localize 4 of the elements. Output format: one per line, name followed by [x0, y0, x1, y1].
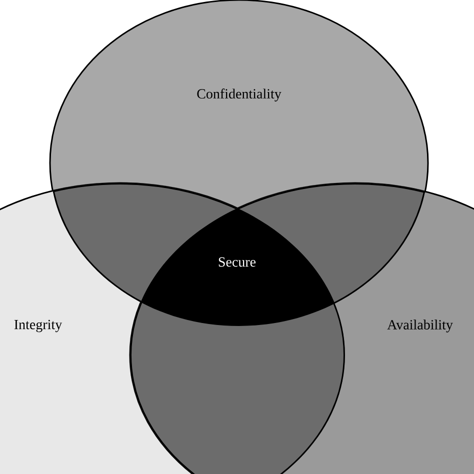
center-label: Secure	[218, 257, 256, 267]
region-label: Integrity	[14, 320, 62, 332]
region-label: Confidentiality	[197, 88, 282, 102]
region-label: Availability	[387, 320, 453, 332]
